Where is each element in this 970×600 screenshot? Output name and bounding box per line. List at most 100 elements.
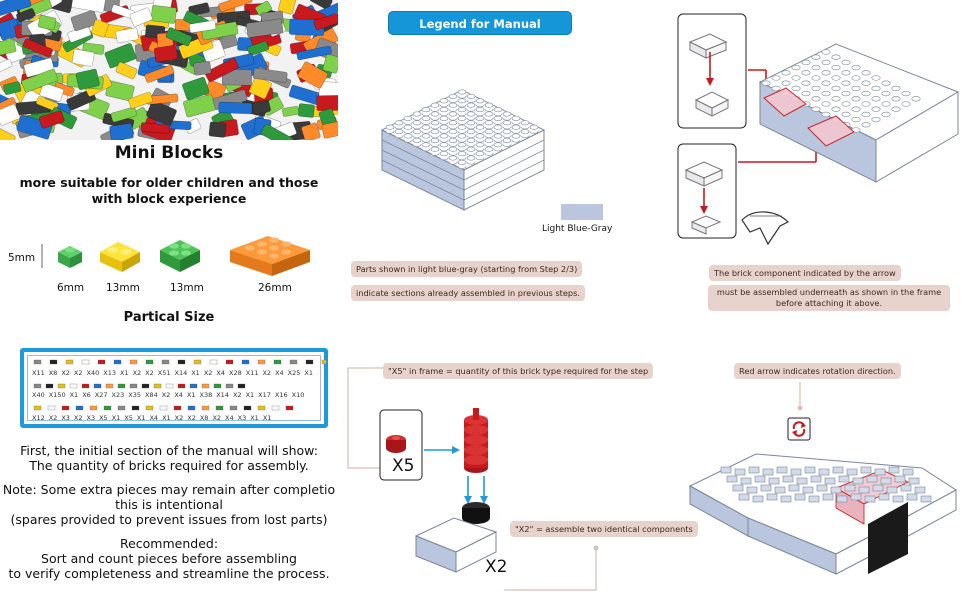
part-quantity: X28 xyxy=(229,369,242,377)
part-quantity: X6 xyxy=(82,391,91,399)
para3-line1: Recommended: xyxy=(119,536,219,551)
legend-note-4: "X2" = assemble two identical components xyxy=(510,521,698,537)
part-quantity: X2 xyxy=(203,369,213,377)
size-label-2: 13mm xyxy=(106,282,140,294)
part-quantity: X40 xyxy=(32,391,45,399)
part-quantity: X35 xyxy=(128,391,141,399)
part-quantity: X11 xyxy=(245,369,259,377)
part-quantity: X10 xyxy=(291,391,305,399)
size-bricks-illustration xyxy=(41,236,310,276)
part-quantity: X2 xyxy=(161,391,171,399)
part-quantity: X4 xyxy=(275,369,284,377)
part-quantity: X2 xyxy=(73,414,83,422)
part-quantity: X2 xyxy=(73,369,83,377)
right-note-1: The brick component indicated by the arr… xyxy=(709,265,901,281)
brick-2x2-green-icon xyxy=(160,240,200,272)
right-note-2: must be assembled underneath as shown in… xyxy=(708,285,950,311)
part-quantity: X2 xyxy=(48,414,58,422)
part-quantity: X1 xyxy=(162,414,171,422)
right-note-3: Red arrow indicates rotation direction. xyxy=(734,363,901,379)
subtitle: more suitable for older children and tho… xyxy=(0,175,338,207)
size-comparison: 5mm 6mm 13mm 13mm 26mm xyxy=(0,232,338,302)
part-quantity: X5 xyxy=(124,414,133,422)
part-quantity: X27 xyxy=(94,391,108,399)
brick-1x2-yellow-icon xyxy=(100,242,140,272)
size-label-4: 26mm xyxy=(258,282,292,294)
part-quantity: X16 xyxy=(274,391,288,399)
part-quantity: X11 xyxy=(32,369,45,377)
part-quantity: X14 xyxy=(216,391,229,399)
brick-pile-image xyxy=(0,0,338,140)
para3-line3: to verify completeness and streamline th… xyxy=(8,566,330,581)
part-quantity: X4 xyxy=(149,414,159,422)
part-quantity: X1 xyxy=(191,369,200,377)
part-quantity: X1 xyxy=(304,369,313,377)
rotation-arrow-icon xyxy=(787,417,811,441)
para2-line3: (spares provided to prevent issues from … xyxy=(10,512,328,527)
part-quantity: X2 xyxy=(174,414,184,422)
brick-2x4-orange-icon xyxy=(230,236,310,276)
part-quantity: X12 xyxy=(32,414,45,422)
size-label-3: 13mm xyxy=(170,282,204,294)
legend-note-2: indicate sections already assembled in p… xyxy=(351,285,585,301)
size-label-1: 6mm xyxy=(57,282,85,294)
part-quantity: X14 xyxy=(174,369,188,377)
part-quantity: X51 xyxy=(157,369,171,377)
para2-line1: Note: Some extra pieces may remain after… xyxy=(2,482,336,497)
partical-size-title: Partical Size xyxy=(123,310,215,325)
part-quantity: X2 xyxy=(61,369,70,377)
quantity-legend-illustration xyxy=(347,367,599,591)
subtitle-line-1: more suitable for older children and tho… xyxy=(19,175,319,190)
para2-line2: this is intentional xyxy=(115,497,223,512)
curl-arrow-icon xyxy=(741,211,790,246)
part-quantity: X2 xyxy=(132,369,142,377)
part-quantity: X1 xyxy=(186,391,196,399)
part-quantity: X4 xyxy=(174,391,183,399)
legend-note-1: Parts shown in light blue-gray (starting… xyxy=(351,261,583,277)
part-quantity: X5 xyxy=(99,414,108,422)
part-quantity: X1 xyxy=(136,414,146,422)
part-quantity: X8 xyxy=(199,414,209,422)
brick-pile-photo xyxy=(0,0,338,140)
part-quantity: X2 xyxy=(262,369,272,377)
pre-assembled-base-illustration xyxy=(380,89,546,211)
subtitle-line-2: with block experience xyxy=(91,191,247,206)
para3-line2: Sort and count pieces before assembling xyxy=(41,551,297,566)
para1-line2: The quantity of bricks required for asse… xyxy=(29,458,309,473)
part-quantity: X8 xyxy=(48,369,58,377)
part-quantity: X1 xyxy=(250,414,259,422)
instructions-text: First, the initial section of the manual… xyxy=(0,443,338,581)
part-quantity: X2 xyxy=(187,414,196,422)
part-quantity: X3 xyxy=(61,414,70,422)
part-quantity: X25 xyxy=(287,369,301,377)
part-quantity: X1 xyxy=(69,391,79,399)
part-quantity: X13 xyxy=(103,369,116,377)
parts-icons xyxy=(33,359,326,411)
part-quantity: X40 xyxy=(86,369,100,377)
part-quantity: X1 xyxy=(262,414,272,422)
light-blue-gray-swatch xyxy=(561,204,603,220)
brick-1x1-green-icon xyxy=(58,246,82,268)
part-quantity: X3 xyxy=(237,414,247,422)
sub-assembly-illustration xyxy=(677,13,960,246)
swatch-label: Light Blue-Gray xyxy=(542,224,613,234)
part-quantity: X1 xyxy=(119,369,129,377)
part-quantity: X1 xyxy=(245,391,255,399)
rotation-illustration xyxy=(688,382,957,575)
part-quantity: X2 xyxy=(212,414,222,422)
part-quantity: X1 xyxy=(111,414,121,422)
height-label: 5mm xyxy=(8,252,36,264)
part-quantity: X2 xyxy=(232,391,242,399)
part-quantity: X23 xyxy=(111,391,125,399)
part-quantity: X38 xyxy=(199,391,213,399)
part-quantity: X3 xyxy=(86,414,96,422)
quantity-x5-label: X5 xyxy=(392,456,415,476)
part-quantity: X4 xyxy=(216,369,226,377)
part-quantity: X2 xyxy=(145,369,154,377)
mini-blocks-title: Mini Blocks xyxy=(114,143,224,163)
legend-title-badge: Legend for Manual Annotations xyxy=(388,11,572,55)
